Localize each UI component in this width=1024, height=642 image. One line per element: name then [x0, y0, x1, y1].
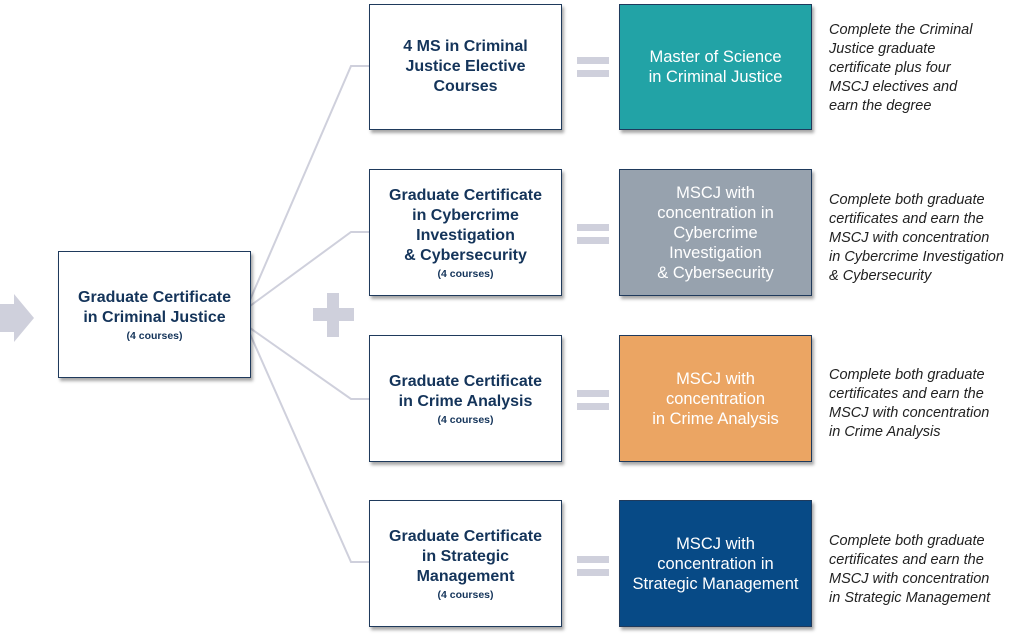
right-arrow-icon [0, 294, 34, 342]
option-box-strategic-management: Graduate Certificate in Strategic Manage… [369, 500, 562, 627]
description-2: Complete both graduate certificates and … [829, 192, 1004, 284]
start-certificate-box: Graduate Certificate in Criminal Justice… [58, 251, 251, 378]
connector-line-1 [249, 65, 370, 301]
equals-icon [577, 390, 609, 416]
connector-line-3 [249, 327, 370, 400]
description-3: Complete both graduate certificates and … [829, 367, 990, 440]
option-title: 4 MS in Criminal Justice Elective Course… [403, 38, 528, 95]
description-1: Complete the Criminal Justice graduate c… [829, 22, 973, 114]
result-box-crime-analysis: MSCJ with concentration in Crime Analysi… [619, 335, 812, 462]
result-box-master: Master of Science in Criminal Justice [619, 4, 812, 130]
start-subtitle: (4 courses) [126, 329, 183, 342]
option-box-electives: 4 MS in Criminal Justice Elective Course… [369, 4, 562, 130]
connector-line-2 [249, 231, 370, 307]
equals-icon [577, 224, 609, 250]
equals-icon [577, 57, 609, 83]
option-subtitle: (4 courses) [437, 267, 494, 280]
result-box-strategic-management: MSCJ with concentration in Strategic Man… [619, 500, 812, 627]
option-box-crime-analysis: Graduate Certificate in Crime Analysis (… [369, 335, 562, 462]
option-title: Graduate Certificate in Crime Analysis [389, 372, 542, 410]
result-title: Master of Science in Criminal Justice [648, 48, 783, 86]
result-title: MSCJ with concentration in Crime Analysi… [652, 369, 779, 428]
connector-line-4 [249, 333, 370, 563]
result-box-cybercrime: MSCJ with concentration in Cybercrime In… [619, 169, 812, 296]
result-title: MSCJ with concentration in Cybercrime In… [657, 183, 774, 282]
option-subtitle: (4 courses) [437, 413, 494, 426]
plus-icon [313, 293, 354, 337]
equals-icon [577, 556, 609, 582]
result-title: MSCJ with concentration in Strategic Man… [632, 534, 799, 593]
option-box-cybercrime: Graduate Certificate in Cybercrime Inves… [369, 169, 562, 296]
option-title: Graduate Certificate in Cybercrime Inves… [389, 186, 542, 264]
option-subtitle: (4 courses) [437, 588, 494, 601]
option-title: Graduate Certificate in Strategic Manage… [389, 527, 542, 585]
description-4: Complete both graduate certificates and … [829, 533, 991, 606]
start-title: Graduate Certificate in Criminal Justice [78, 288, 231, 326]
